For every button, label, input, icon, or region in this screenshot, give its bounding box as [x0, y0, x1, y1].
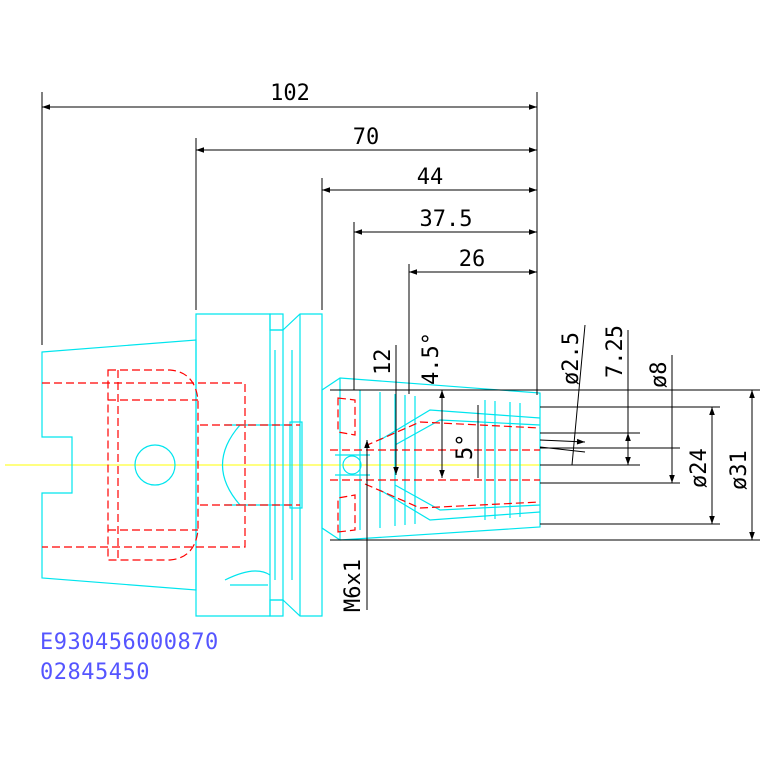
dim-nose-length: 44	[417, 165, 444, 190]
hidden-lines	[42, 369, 541, 561]
part-code-secondary: 02845450	[40, 660, 150, 685]
dim-angle-inner: 5°	[453, 434, 478, 461]
dimension-lines	[41, 92, 760, 610]
dim-dia-small: ø2.5	[559, 332, 584, 385]
part-outline	[41, 313, 541, 617]
dim-angle-outer: 4.5°	[419, 332, 444, 385]
dim-dia-step: 7.25	[603, 325, 628, 378]
dim-flange-length: 70	[353, 125, 380, 150]
dim-dia-body: ø24	[687, 448, 712, 488]
dim-overall-length: 102	[270, 81, 310, 106]
part-code-primary: E930456000870	[40, 630, 219, 655]
dimension-labels: 102 70 44 37.5 26 12 4.5° 5° M6x1 ø2.5 7…	[270, 81, 752, 612]
dim-collet-length: 37.5	[420, 207, 473, 232]
dim-thread: M6x1	[341, 559, 366, 612]
dim-dia-bore: ø8	[647, 362, 672, 389]
dim-clamp-length: 26	[459, 247, 486, 272]
dim-depth: 12	[371, 349, 396, 376]
dim-dia-outer: ø31	[727, 450, 752, 490]
